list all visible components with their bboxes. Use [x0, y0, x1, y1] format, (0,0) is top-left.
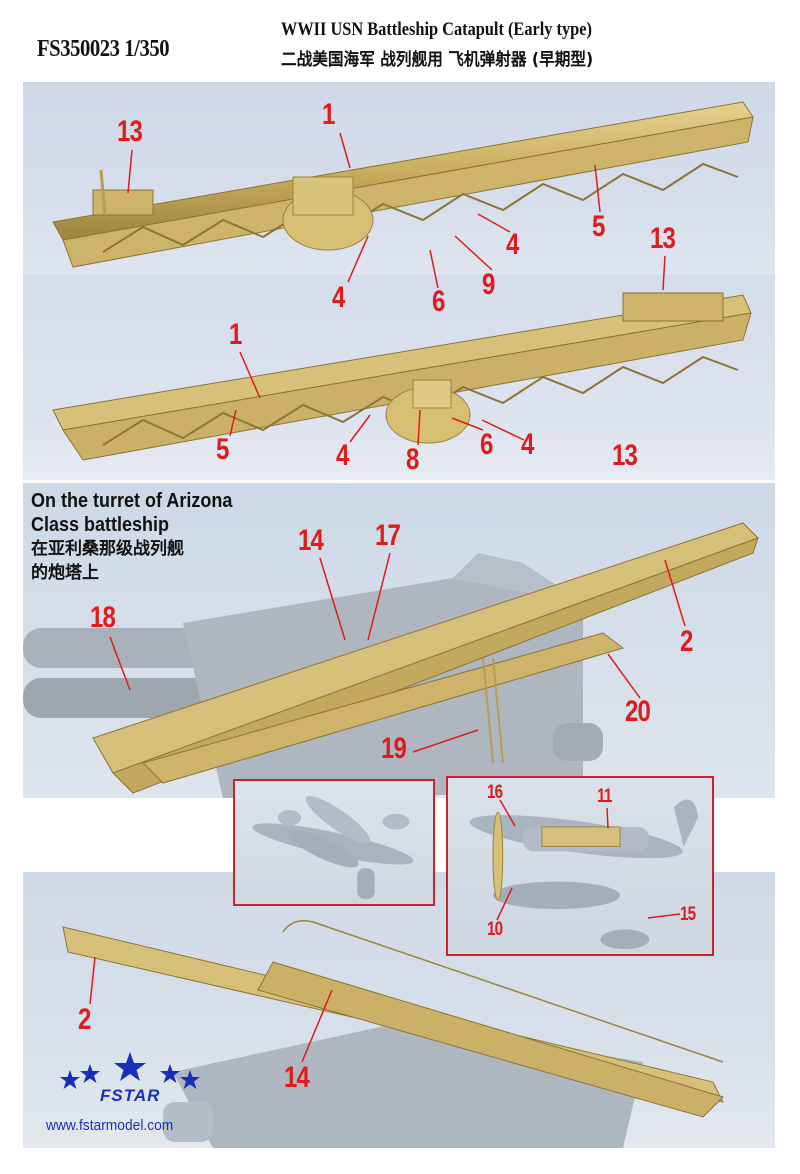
- part-label-10: 10: [487, 919, 503, 940]
- photo-catapult-view-a: [23, 82, 775, 275]
- turret-caption: On the turret of Arizona Class battleshi…: [31, 489, 255, 585]
- caption-en-line1: On the turret of Arizona: [31, 490, 233, 512]
- part-label-1: 1: [229, 318, 242, 351]
- website-link[interactable]: www.fstarmodel.com: [46, 1117, 174, 1134]
- fstar-logo: FSTAR: [60, 1052, 200, 1107]
- part-label-4: 4: [332, 281, 345, 314]
- header: FS350023 1/350 WWII USN Battleship Catap…: [0, 0, 800, 80]
- photo-turret-reverse: [23, 872, 775, 1148]
- part-label-16: 16: [487, 782, 503, 803]
- photo-catapult-view-b: [23, 275, 775, 480]
- photo-turret-mounting: [23, 483, 775, 798]
- biplane-illustration: [252, 796, 414, 900]
- part-label-4: 4: [506, 228, 519, 261]
- turret-illustration: [62, 920, 724, 1148]
- caption-cn-line2: 的炮塔上: [31, 563, 99, 583]
- part-label-5: 5: [592, 210, 605, 243]
- part-label-2: 2: [680, 625, 693, 658]
- part-label-20: 20: [625, 695, 651, 728]
- part-label-18: 18: [90, 601, 116, 634]
- part-label-13: 13: [612, 439, 638, 472]
- part-label-5: 5: [216, 433, 229, 466]
- title-chinese: 二战美国海军 战列舰用 飞机弹射器 (早期型): [281, 50, 594, 70]
- part-label-14: 14: [284, 1061, 310, 1094]
- monoplane-illustration: [469, 799, 699, 950]
- part-label-13: 13: [650, 222, 676, 255]
- part-label-6: 6: [432, 285, 445, 318]
- part-label-14: 14: [298, 524, 324, 557]
- title-english: WWII USN Battleship Catapult (Early type…: [281, 19, 592, 40]
- inset-monoplane: [446, 776, 714, 956]
- caption-en-line2: Class battleship: [31, 514, 170, 536]
- part-label-6: 6: [480, 428, 493, 461]
- part-label-19: 19: [381, 732, 407, 765]
- part-label-8: 8: [406, 443, 419, 476]
- inset-biplane: [233, 779, 435, 906]
- part-label-13: 13: [117, 115, 143, 148]
- stars-icon: [60, 1052, 200, 1089]
- catapult-illustration: [52, 101, 754, 268]
- part-label-1: 1: [322, 98, 335, 131]
- product-code: FS350023 1/350: [37, 36, 170, 62]
- part-label-17: 17: [375, 519, 401, 552]
- part-label-4: 4: [336, 439, 349, 472]
- caption-cn-line1: 在亚利桑那级战列舰: [31, 539, 184, 559]
- part-label-15: 15: [680, 904, 696, 925]
- part-label-4: 4: [521, 428, 534, 461]
- turret-illustration: [23, 522, 759, 798]
- catapult-illustration: [52, 292, 752, 461]
- part-label-2: 2: [78, 1003, 91, 1036]
- part-label-9: 9: [482, 268, 495, 301]
- part-label-11: 11: [597, 786, 612, 807]
- logo-wordmark: FSTAR: [100, 1086, 161, 1105]
